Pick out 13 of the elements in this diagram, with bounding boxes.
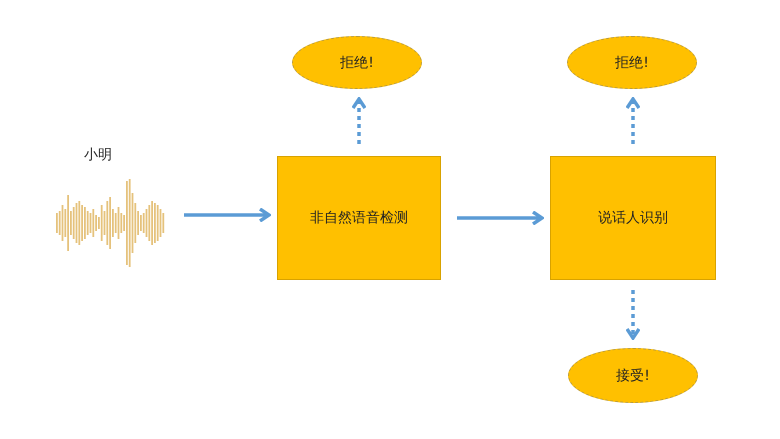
arrow xyxy=(184,207,271,223)
process-box xyxy=(550,156,716,280)
arrow xyxy=(625,290,641,340)
node-label: 说话人识别 xyxy=(598,209,668,227)
node-label: 接受! xyxy=(616,366,650,384)
speaker-name: 小明 xyxy=(84,146,112,164)
arrow xyxy=(457,210,544,226)
process-box xyxy=(277,156,441,280)
node-label: 非自然语音检测 xyxy=(310,209,408,227)
arrow xyxy=(351,97,367,144)
arrow xyxy=(625,97,641,144)
node-label: 拒绝! xyxy=(340,54,374,72)
node-label: 拒绝! xyxy=(615,54,649,72)
